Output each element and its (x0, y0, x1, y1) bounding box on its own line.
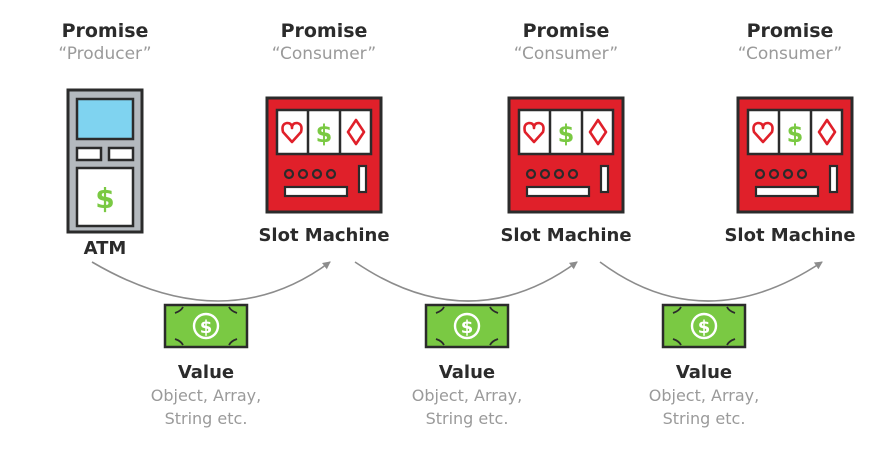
node-role: “Producer” (58, 44, 152, 64)
node-title: Promise (61, 20, 149, 42)
value-title: Value (675, 362, 733, 383)
slot-machine-icon: $ (265, 96, 383, 214)
atm-label: ATM (83, 238, 127, 259)
value-caption-2: Value Object, Array, String etc. (367, 362, 567, 430)
dollar-bill-icon: $ (661, 303, 747, 349)
value-title: Value (438, 362, 496, 383)
value-description: Object, Array, String etc. (150, 386, 262, 428)
node-title: Promise (280, 20, 368, 42)
svg-text:$: $ (316, 120, 333, 148)
svg-text:$: $ (200, 317, 213, 338)
value-title: Value (177, 362, 235, 383)
producer-header: Promise “Producer” (15, 20, 195, 66)
value-description: Object, Array, String etc. (411, 386, 523, 428)
value-caption-3: Value Object, Array, String etc. (604, 362, 804, 430)
value-description: Object, Array, String etc. (648, 386, 760, 428)
dollar-bill-icon: $ (424, 303, 510, 349)
consumer-header-2: Promise “Consumer” (476, 20, 656, 66)
svg-text:$: $ (787, 120, 804, 148)
svg-text:$: $ (95, 182, 114, 215)
svg-text:$: $ (461, 317, 474, 338)
slot-machine-label: Slot Machine (724, 225, 856, 246)
arrow-slot-1-to-slot-2 (354, 261, 578, 302)
node-title: Promise (522, 20, 610, 42)
arrow-atm-to-slot-1 (91, 261, 331, 302)
consumer-header-3: Promise “Consumer” (700, 20, 880, 66)
node-title: Promise (746, 20, 834, 42)
node-role: “Consumer” (271, 44, 377, 64)
svg-text:$: $ (698, 317, 711, 338)
value-caption-1: Value Object, Array, String etc. (106, 362, 306, 430)
arrow-slot-2-to-slot-3 (599, 261, 823, 302)
svg-text:$: $ (558, 120, 575, 148)
slot-machine-icon: $ (736, 96, 854, 214)
consumer-header-1: Promise “Consumer” (234, 20, 414, 66)
dollar-bill-icon: $ (163, 303, 249, 349)
node-role: “Consumer” (737, 44, 843, 64)
atm-icon: $ (66, 88, 144, 234)
slot-machine-icon: $ (507, 96, 625, 214)
node-role: “Consumer” (513, 44, 619, 64)
slot-machine-label: Slot Machine (500, 225, 632, 246)
slot-machine-label: Slot Machine (258, 225, 390, 246)
